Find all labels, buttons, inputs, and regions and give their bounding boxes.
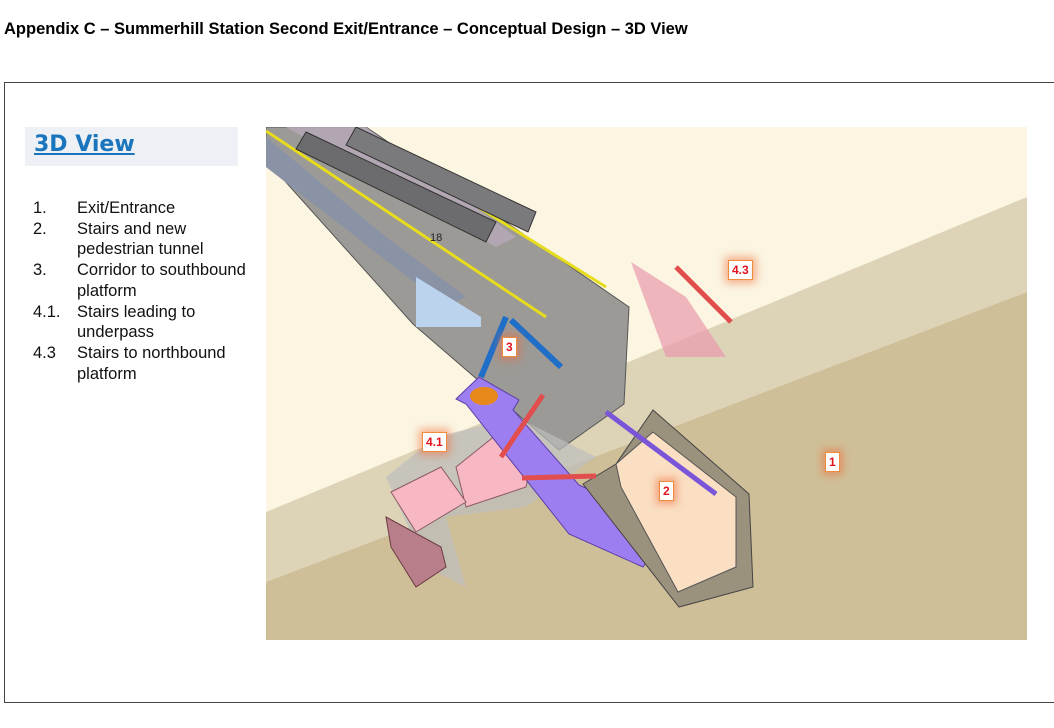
diagram-illustration: 18 bbox=[265, 126, 1027, 640]
southbound-trackway bbox=[266, 137, 466, 307]
legend-item: 2. Stairs and new pedestrian tunnel bbox=[33, 219, 247, 260]
entrance-floor bbox=[615, 431, 737, 593]
underpass-arrow bbox=[521, 473, 597, 481]
legend-text: Stairs leading to underpass bbox=[77, 302, 196, 342]
circulation-marker bbox=[470, 387, 498, 405]
legend-number: 1. bbox=[33, 199, 47, 217]
northbound-stairs bbox=[631, 262, 726, 357]
legend-number: 4.3 bbox=[33, 343, 56, 362]
legend-number: 2. bbox=[33, 219, 47, 238]
platform-edge-line bbox=[265, 129, 547, 319]
document-title: Appendix C – Summerhill Station Second E… bbox=[4, 20, 688, 38]
tag-4-1: 4.1 bbox=[422, 432, 447, 452]
legend-item: 4.3 Stairs to northbound platform bbox=[33, 343, 247, 384]
train bbox=[345, 126, 537, 233]
heading-box: 3D View bbox=[25, 127, 238, 166]
train bbox=[295, 131, 497, 243]
stairs-arrow-4-1 bbox=[498, 393, 546, 459]
legend-text: Corridor to southbound platform bbox=[77, 261, 246, 300]
tunnel-arrow bbox=[604, 409, 718, 497]
stairs-arrow-4-3 bbox=[674, 265, 733, 324]
legend-item: 1. Exit/Entrance bbox=[33, 198, 247, 219]
corridor-arrow bbox=[478, 315, 509, 379]
legend-list: 1. Exit/Entrance 2. Stairs and new pedestr… bbox=[33, 198, 247, 384]
station-3d-diagram: 18 4.3 3 4.1 2 1 bbox=[265, 126, 1027, 640]
corridor-entry bbox=[416, 277, 481, 327]
legend-item: 3. Corridor to southbound platform bbox=[33, 260, 247, 301]
legend-text: Stairs and new pedestrian tunnel bbox=[77, 219, 204, 259]
lower-landing bbox=[385, 516, 447, 588]
legend-text: Stairs to northbound platform bbox=[77, 343, 226, 383]
legend-text: Exit/Entrance bbox=[77, 199, 176, 217]
tag-1: 1 bbox=[825, 452, 840, 472]
tag-3: 3 bbox=[502, 337, 517, 357]
tag-2: 2 bbox=[659, 481, 674, 501]
landing bbox=[390, 466, 467, 533]
corridor-arrow bbox=[508, 317, 564, 370]
figure-frame bbox=[4, 82, 1054, 703]
legend-number: 3. bbox=[33, 261, 47, 280]
train-number: 18 bbox=[430, 232, 442, 244]
legend-item: 4.1. Stairs leading to underpass bbox=[33, 302, 247, 343]
legend-number: 4.1. bbox=[33, 302, 61, 321]
tag-4-3: 4.3 bbox=[728, 260, 753, 280]
section-heading: 3D View bbox=[34, 132, 135, 157]
